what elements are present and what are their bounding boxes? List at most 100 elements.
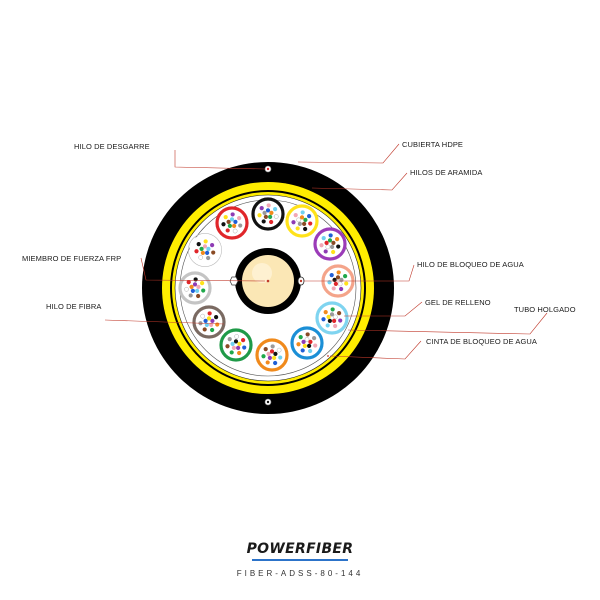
fiber [335, 237, 340, 242]
fiber [206, 255, 211, 261]
fiber [237, 341, 242, 346]
leader-frp [140, 257, 266, 282]
fiber [211, 250, 216, 255]
fiber [232, 228, 238, 234]
fiber [326, 314, 331, 319]
brand-logo-text: POWERFIBER [246, 541, 354, 557]
fiber [330, 307, 335, 312]
fiber [325, 244, 331, 250]
fiber [195, 288, 200, 294]
fiber [193, 277, 198, 282]
fiber [323, 310, 328, 315]
fiber [265, 360, 270, 365]
fiber [196, 284, 201, 289]
fiber [241, 338, 246, 343]
fiber [313, 343, 318, 348]
fiber [184, 286, 189, 292]
model-number: FIBER-ADSS-80-144 [236, 569, 364, 578]
fiber [233, 219, 238, 224]
fiber [189, 284, 194, 289]
fiber [238, 223, 243, 228]
fiber [221, 222, 226, 227]
fiber [215, 322, 220, 327]
fiber [296, 217, 301, 223]
fiber [231, 345, 236, 351]
label-hilo-desgarre: HILO DE DESGARRE [74, 142, 150, 151]
fiber [227, 337, 232, 342]
fiber [343, 274, 348, 279]
fiber [329, 273, 334, 278]
fiber [230, 212, 235, 217]
fiber [261, 354, 266, 359]
fiber [201, 288, 206, 293]
fiber [273, 360, 278, 366]
fiber [337, 281, 343, 287]
fiber [269, 210, 274, 215]
leader-cubierta [297, 143, 400, 164]
fiber [186, 280, 191, 285]
fiber [330, 244, 335, 250]
label-miembro-frp: MIEMBRO DE FUERZA FRP [22, 254, 121, 263]
fiber [225, 228, 230, 233]
loose-tube-white-outline [188, 233, 222, 267]
leader-aramida [311, 172, 408, 191]
ripcord-top-dot [266, 167, 270, 171]
fiber [329, 312, 335, 317]
fiber [337, 311, 342, 316]
leader-tubo [347, 312, 548, 335]
fiber [190, 288, 195, 294]
fiber [225, 344, 230, 349]
label-tubo-holgado: TUBO HOLGADO [514, 305, 576, 314]
fiber [332, 318, 337, 324]
label-cubierta-hdpe: CUBIERTA HDPE [402, 140, 463, 149]
water-blocking-yarn-dot [299, 279, 303, 283]
fiber [210, 318, 215, 323]
fiber [273, 351, 278, 356]
fiber [267, 355, 272, 361]
fiber [278, 355, 283, 360]
loose-tubes-group [178, 197, 355, 372]
fiber [304, 337, 310, 342]
fiber [199, 246, 204, 251]
fiber [226, 219, 231, 224]
fiber [327, 238, 333, 243]
fiber [269, 219, 274, 225]
fiber [206, 316, 212, 321]
brand-underline [252, 559, 348, 561]
fiber [324, 240, 329, 245]
fiber [308, 339, 313, 344]
fiber [302, 221, 307, 227]
fiber [323, 249, 328, 254]
fiber [272, 355, 277, 361]
fiber [210, 327, 215, 333]
fiber [302, 343, 307, 349]
fiber [192, 282, 198, 287]
fiber [325, 323, 330, 328]
leader-hilo-desgarre [174, 150, 266, 170]
fiber [300, 210, 305, 215]
fiber [293, 213, 298, 218]
fiber [200, 281, 205, 286]
fiber [234, 334, 239, 339]
fiber [319, 243, 324, 248]
fiber [263, 214, 268, 220]
fiber [312, 336, 317, 341]
fiber [331, 286, 336, 291]
fiber [203, 318, 208, 323]
frp-center-dot [266, 279, 270, 283]
label-cinta-bloqueo-agua: CINTA DE BLOQUEO DE AGUA [426, 337, 537, 346]
fiber [259, 206, 264, 211]
fiber [194, 249, 199, 254]
fiber [229, 217, 235, 222]
fiber [336, 244, 341, 249]
ripcord-bottom-dot [266, 400, 270, 404]
fiber [295, 226, 300, 231]
fiber [332, 277, 337, 282]
leader-lines [104, 143, 548, 360]
fiber [265, 208, 271, 213]
fiber [333, 323, 338, 329]
fiber [296, 342, 301, 347]
fiber [273, 207, 278, 212]
fiber [338, 318, 343, 323]
